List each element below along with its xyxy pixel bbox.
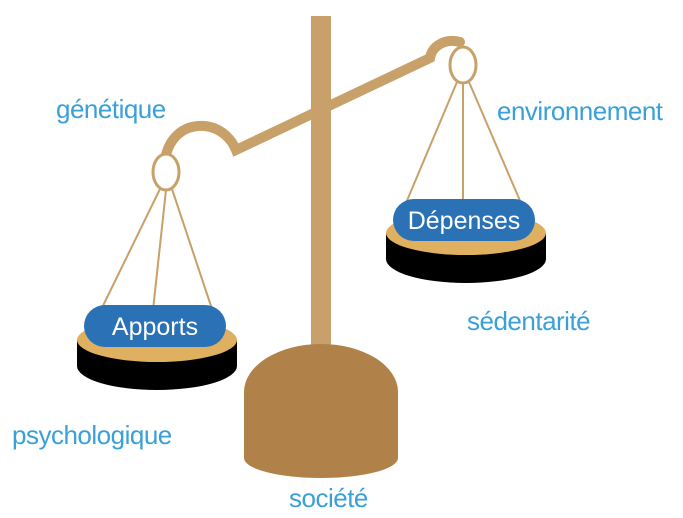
factor-genetique: génétique [56,94,166,124]
left-pan-strings [97,188,214,317]
right-pan-strings [402,81,525,211]
depenses-pill: Dépenses [393,199,535,241]
scale-beam [160,36,465,165]
scale-pillar [311,16,331,364]
depenses-label: Dépenses [408,207,521,235]
factor-psychologique: psychologique [12,420,172,450]
factor-societe: société [289,483,368,513]
right-hanger-ring [448,45,478,85]
scale-base [244,344,398,478]
apports-label: Apports [112,313,198,341]
factor-sedentarite: sédentarité [467,306,591,336]
left-hanger-ring [151,152,181,192]
apports-pill: Apports [84,305,226,347]
factor-environnement: environnement [497,96,663,126]
